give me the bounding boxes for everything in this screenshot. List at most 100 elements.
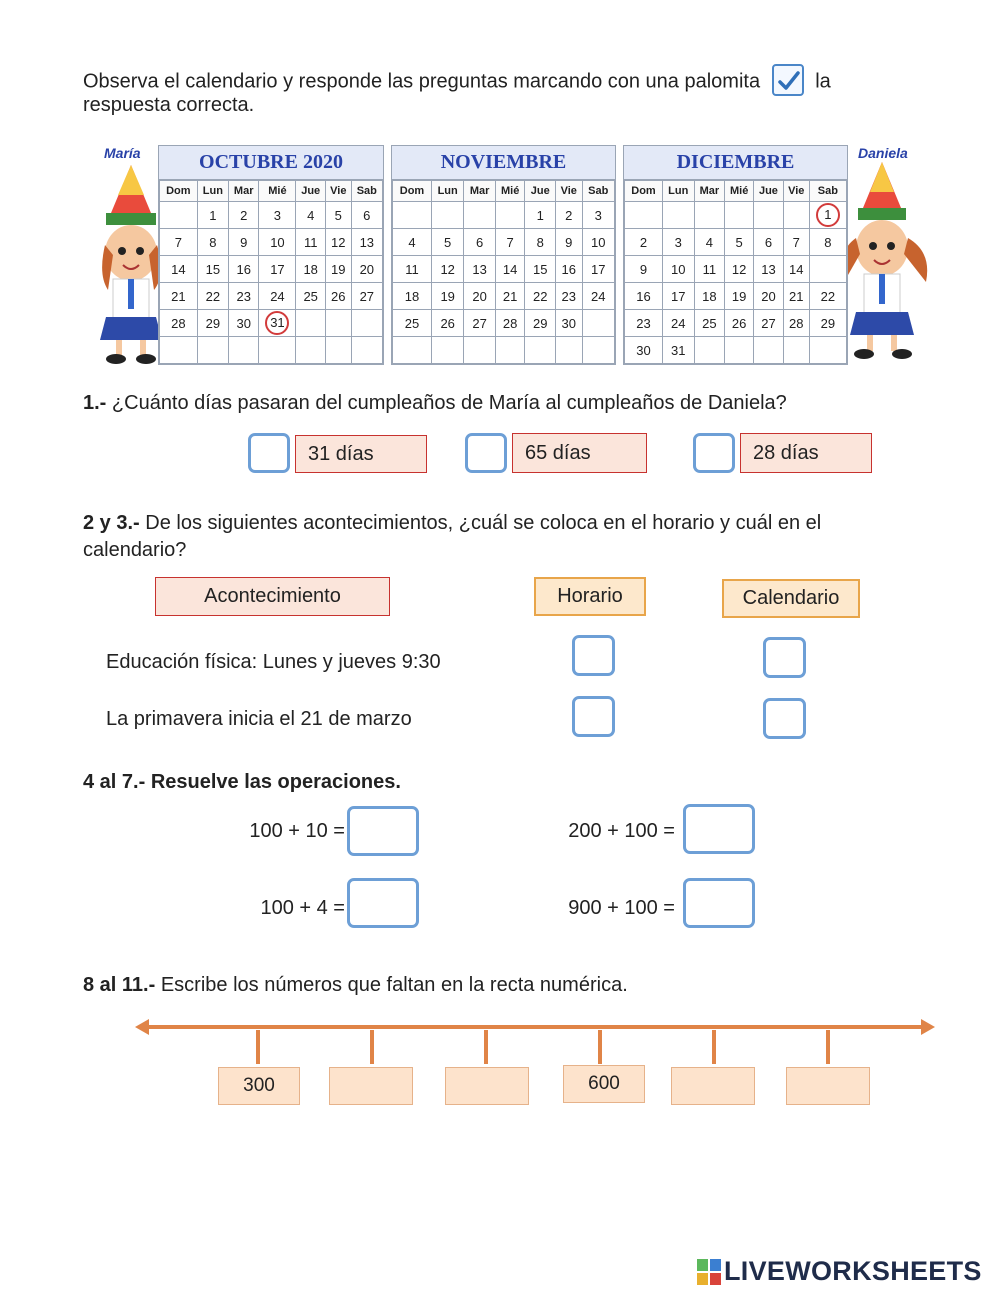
- number-line-box-1: 300: [218, 1067, 300, 1105]
- calendar-day: [581, 336, 616, 364]
- operation-2-answer[interactable]: [683, 804, 755, 854]
- calendar-week: [392, 336, 616, 364]
- calendar-day: 5: [430, 228, 465, 256]
- calendar-day: 29: [808, 309, 848, 337]
- event-1-horario-checkbox[interactable]: [572, 635, 615, 676]
- calendar-day: 27: [753, 309, 784, 337]
- calendar-day: 8: [808, 228, 848, 256]
- calendar-day: [430, 201, 465, 229]
- event-2-calendario-checkbox[interactable]: [763, 698, 806, 739]
- calendar-day: 7: [494, 228, 526, 256]
- calendar-day: 12: [324, 228, 352, 256]
- calendar-day: 22: [196, 282, 230, 310]
- q1-option-1-checkbox[interactable]: [248, 433, 290, 473]
- header-acontecimiento: Acontecimiento: [155, 577, 390, 616]
- operation-1-answer[interactable]: [347, 806, 419, 856]
- number-line-tick: [484, 1030, 488, 1064]
- operation-4: 900 + 100 =: [568, 897, 675, 919]
- event-2-horario-checkbox[interactable]: [572, 696, 615, 737]
- calendar-day: 2: [555, 201, 583, 229]
- number-line-tick: [256, 1030, 260, 1064]
- calendar-day: 9: [624, 255, 663, 283]
- calendar-week: [159, 336, 384, 364]
- calendar-day: 17: [258, 255, 297, 283]
- q1-option-3-checkbox[interactable]: [693, 433, 735, 473]
- number-line-box-2[interactable]: [329, 1067, 413, 1105]
- calendar-day: [808, 336, 848, 364]
- calendar-day: [724, 201, 755, 229]
- calendar-day: 5: [724, 228, 755, 256]
- calendar-day: 16: [555, 255, 583, 283]
- calendar-day: 20: [753, 282, 784, 310]
- calendar-day: [463, 201, 496, 229]
- calendar-day: 15: [196, 255, 230, 283]
- weekday-header: Dom: [392, 180, 432, 202]
- calendar-day: [392, 201, 432, 229]
- calendar-day: 9: [227, 228, 260, 256]
- calendar-day: [159, 336, 198, 364]
- calendar-day: 13: [463, 255, 496, 283]
- calendar-day: 20: [463, 282, 496, 310]
- calendar-day: [693, 336, 726, 364]
- calendar-day: 7: [159, 228, 198, 256]
- weekday-header: Dom: [624, 180, 663, 202]
- weekday-header: Sab: [350, 180, 384, 202]
- calendar-day: 10: [581, 228, 616, 256]
- calendar-day: 24: [581, 282, 616, 310]
- q1-option-3-label: 28 días: [740, 433, 872, 473]
- calendar-day: 18: [693, 282, 726, 310]
- calendar-day: 25: [295, 282, 326, 310]
- calendar-day: 23: [227, 282, 260, 310]
- calendar-day: 24: [661, 309, 695, 337]
- calendar-day: 29: [524, 309, 557, 337]
- calendar-day: 4: [693, 228, 726, 256]
- calendar-day: 12: [724, 255, 755, 283]
- calendar-day: [350, 309, 384, 337]
- calendar-day: 14: [494, 255, 526, 283]
- calendar-day: 13: [753, 255, 784, 283]
- operation-1: 100 + 10 =: [249, 820, 345, 842]
- number-line-box-3[interactable]: [445, 1067, 529, 1105]
- calendar-day: 21: [159, 282, 198, 310]
- q1-option-2-checkbox[interactable]: [465, 433, 507, 473]
- number-line-tick: [370, 1030, 374, 1064]
- operation-3: 100 + 4 =: [260, 897, 345, 919]
- calendar-day: 4: [392, 228, 432, 256]
- calendar-day: 27: [350, 282, 384, 310]
- weekday-header: Jue: [753, 180, 784, 202]
- calendar-day: 8: [196, 228, 230, 256]
- operation-4-answer[interactable]: [683, 878, 755, 928]
- calendar-day: [295, 309, 326, 337]
- liveworksheets-brand: LIVEWORKSHEETS: [724, 1256, 982, 1286]
- calendar-day: 23: [624, 309, 663, 337]
- calendar-day: 10: [661, 255, 695, 283]
- girl-maria-illustration: [100, 165, 162, 364]
- weekday-header: Jue: [524, 180, 557, 202]
- weekday-header: Mié: [724, 180, 755, 202]
- calendar-day: 28: [494, 309, 526, 337]
- weekday-header: Mar: [463, 180, 496, 202]
- header-horario: Horario: [534, 577, 646, 616]
- calendar-title: OCTUBRE 2020: [159, 146, 383, 180]
- calendar-day: [196, 336, 230, 364]
- operation-3-answer[interactable]: [347, 878, 419, 928]
- calendar-day: 31: [661, 336, 695, 364]
- number-line-box-5[interactable]: [671, 1067, 755, 1105]
- calendar-day: 28: [782, 309, 810, 337]
- weekday-header: Jue: [295, 180, 326, 202]
- event-1: Educación física: Lunes y jueves 9:30: [106, 651, 441, 673]
- calendar-day: 19: [724, 282, 755, 310]
- event-1-calendario-checkbox[interactable]: [763, 637, 806, 678]
- calendar-day: 1: [808, 201, 848, 229]
- calendar-day: 3: [661, 228, 695, 256]
- calendar-day: 22: [524, 282, 557, 310]
- number-line-box-6[interactable]: [786, 1067, 870, 1105]
- calendar-day: 1: [196, 201, 230, 229]
